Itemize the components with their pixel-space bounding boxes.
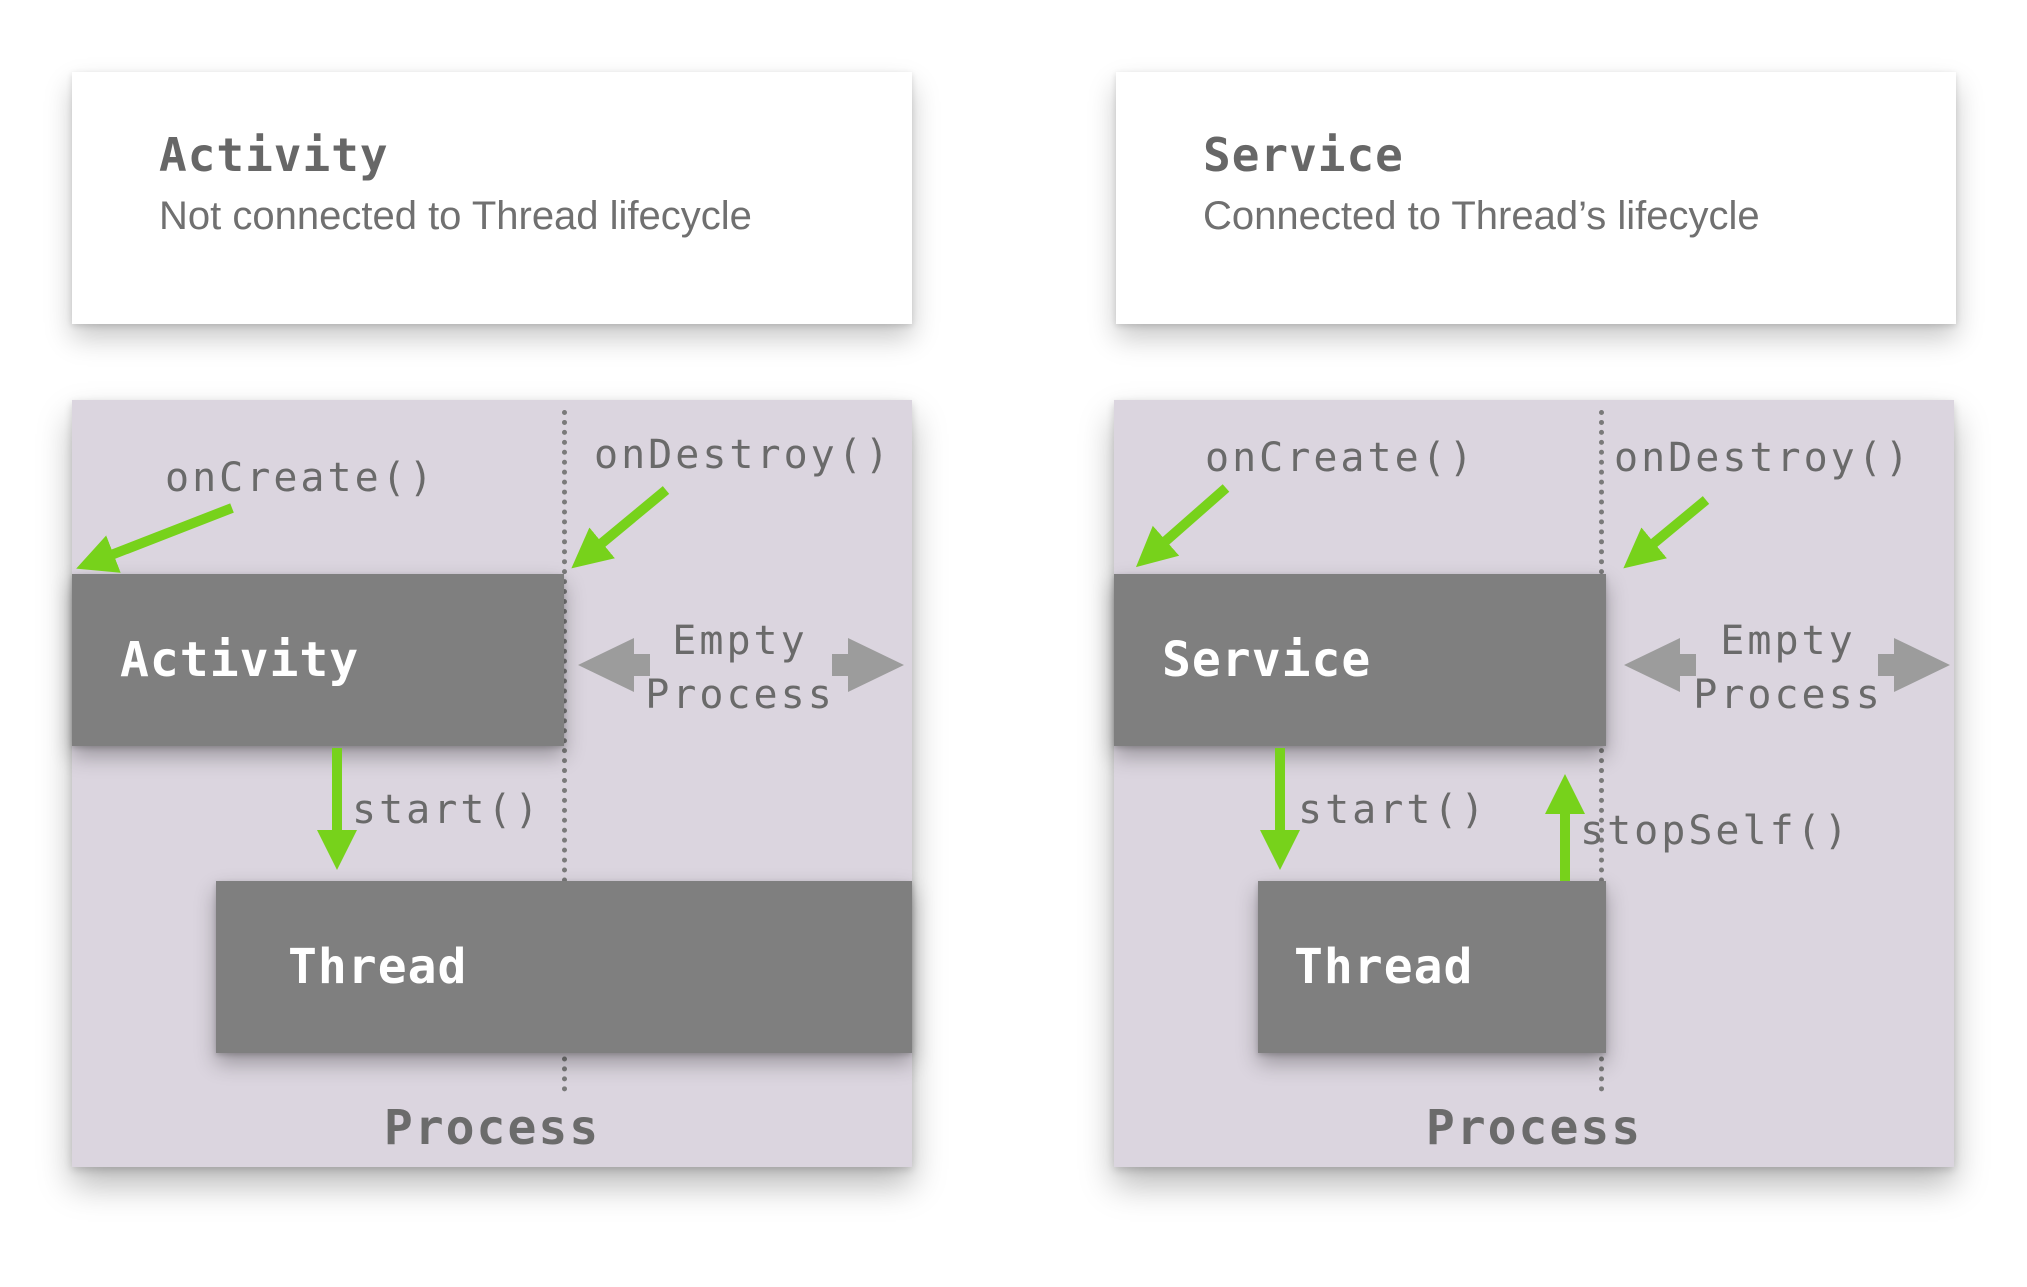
thread-block: Thread bbox=[216, 881, 912, 1053]
on-destroy-label: onDestroy() bbox=[1614, 435, 1912, 481]
on-destroy-label: onDestroy() bbox=[594, 432, 892, 478]
activity-block-label: Activity bbox=[120, 632, 360, 688]
thread-block-label: Thread bbox=[288, 939, 468, 995]
activity-header-card: Activity Not connected to Thread lifecyc… bbox=[72, 72, 912, 324]
activity-block: Activity bbox=[72, 574, 564, 746]
start-label: start() bbox=[1298, 787, 1488, 833]
card-title: Service bbox=[1203, 128, 1404, 182]
empty-process-label: Empty Process bbox=[645, 618, 835, 718]
thread-block: Thread bbox=[1258, 881, 1606, 1053]
card-subtitle: Not connected to Thread lifecycle bbox=[159, 194, 752, 238]
on-create-label: onCreate() bbox=[1205, 435, 1476, 481]
thread-block-label: Thread bbox=[1294, 939, 1474, 995]
process-label: Process bbox=[383, 1100, 601, 1156]
card-subtitle: Connected to Thread’s lifecycle bbox=[1203, 194, 1760, 238]
service-block: Service bbox=[1114, 574, 1606, 746]
lifecycle-divider bbox=[562, 410, 567, 1092]
service-block-label: Service bbox=[1162, 632, 1372, 688]
empty-process-label: Empty Process bbox=[1693, 618, 1883, 718]
on-create-label: onCreate() bbox=[165, 455, 436, 501]
start-label: start() bbox=[352, 787, 542, 833]
lifecycle-divider bbox=[1599, 410, 1604, 1092]
process-label: Process bbox=[1425, 1100, 1643, 1156]
stop-self-label: stopSelf() bbox=[1580, 808, 1851, 854]
card-title: Activity bbox=[159, 128, 389, 182]
service-header-card: Service Connected to Thread’s lifecycle bbox=[1116, 72, 1956, 324]
